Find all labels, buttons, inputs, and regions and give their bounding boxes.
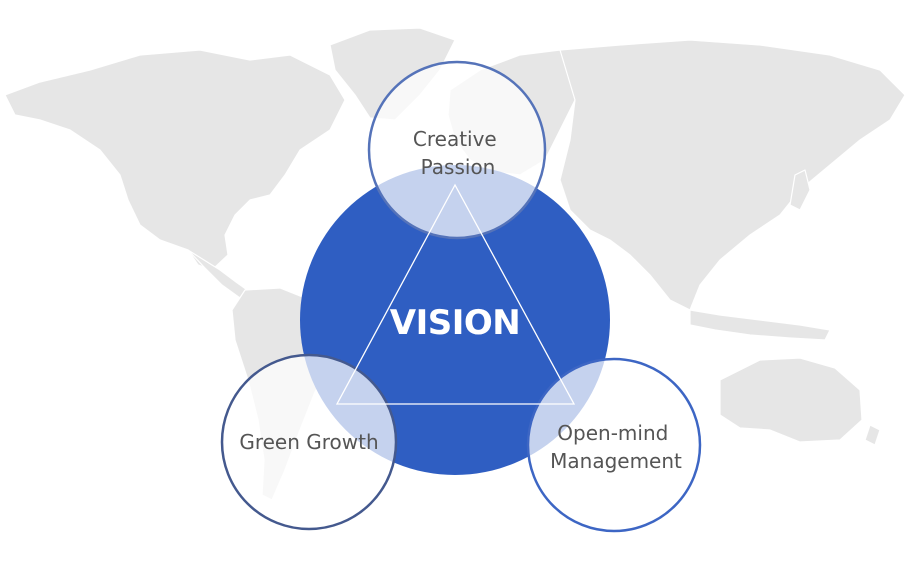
green-growth-label-line-1: Green Growth [239,430,378,454]
creative-passion-circle [367,60,547,240]
green-growth-label: Green Growth [239,430,378,454]
creative-passion-label-line-2: Passion [421,155,496,179]
vision-label: VISION [390,303,520,343]
open-mind-management-circle [526,357,702,533]
map-japan [789,169,811,211]
map-southeast-asia-islands [689,309,831,341]
map-australia [719,357,863,443]
green-growth-circle [220,353,398,531]
map-new-zealand [864,424,881,446]
creative-passion-label: Creative Passion [413,127,503,179]
connector-triangle [335,183,576,405]
creative-passion-label-line-1: Creative [413,127,497,151]
map-north-america [4,49,346,271]
open-mind-management-label-line-1: Open-mind [557,421,668,445]
open-mind-management-label-line-2: Management [550,449,682,473]
open-mind-management-label: Open-mind Management [550,421,682,473]
map-asia [559,39,906,311]
